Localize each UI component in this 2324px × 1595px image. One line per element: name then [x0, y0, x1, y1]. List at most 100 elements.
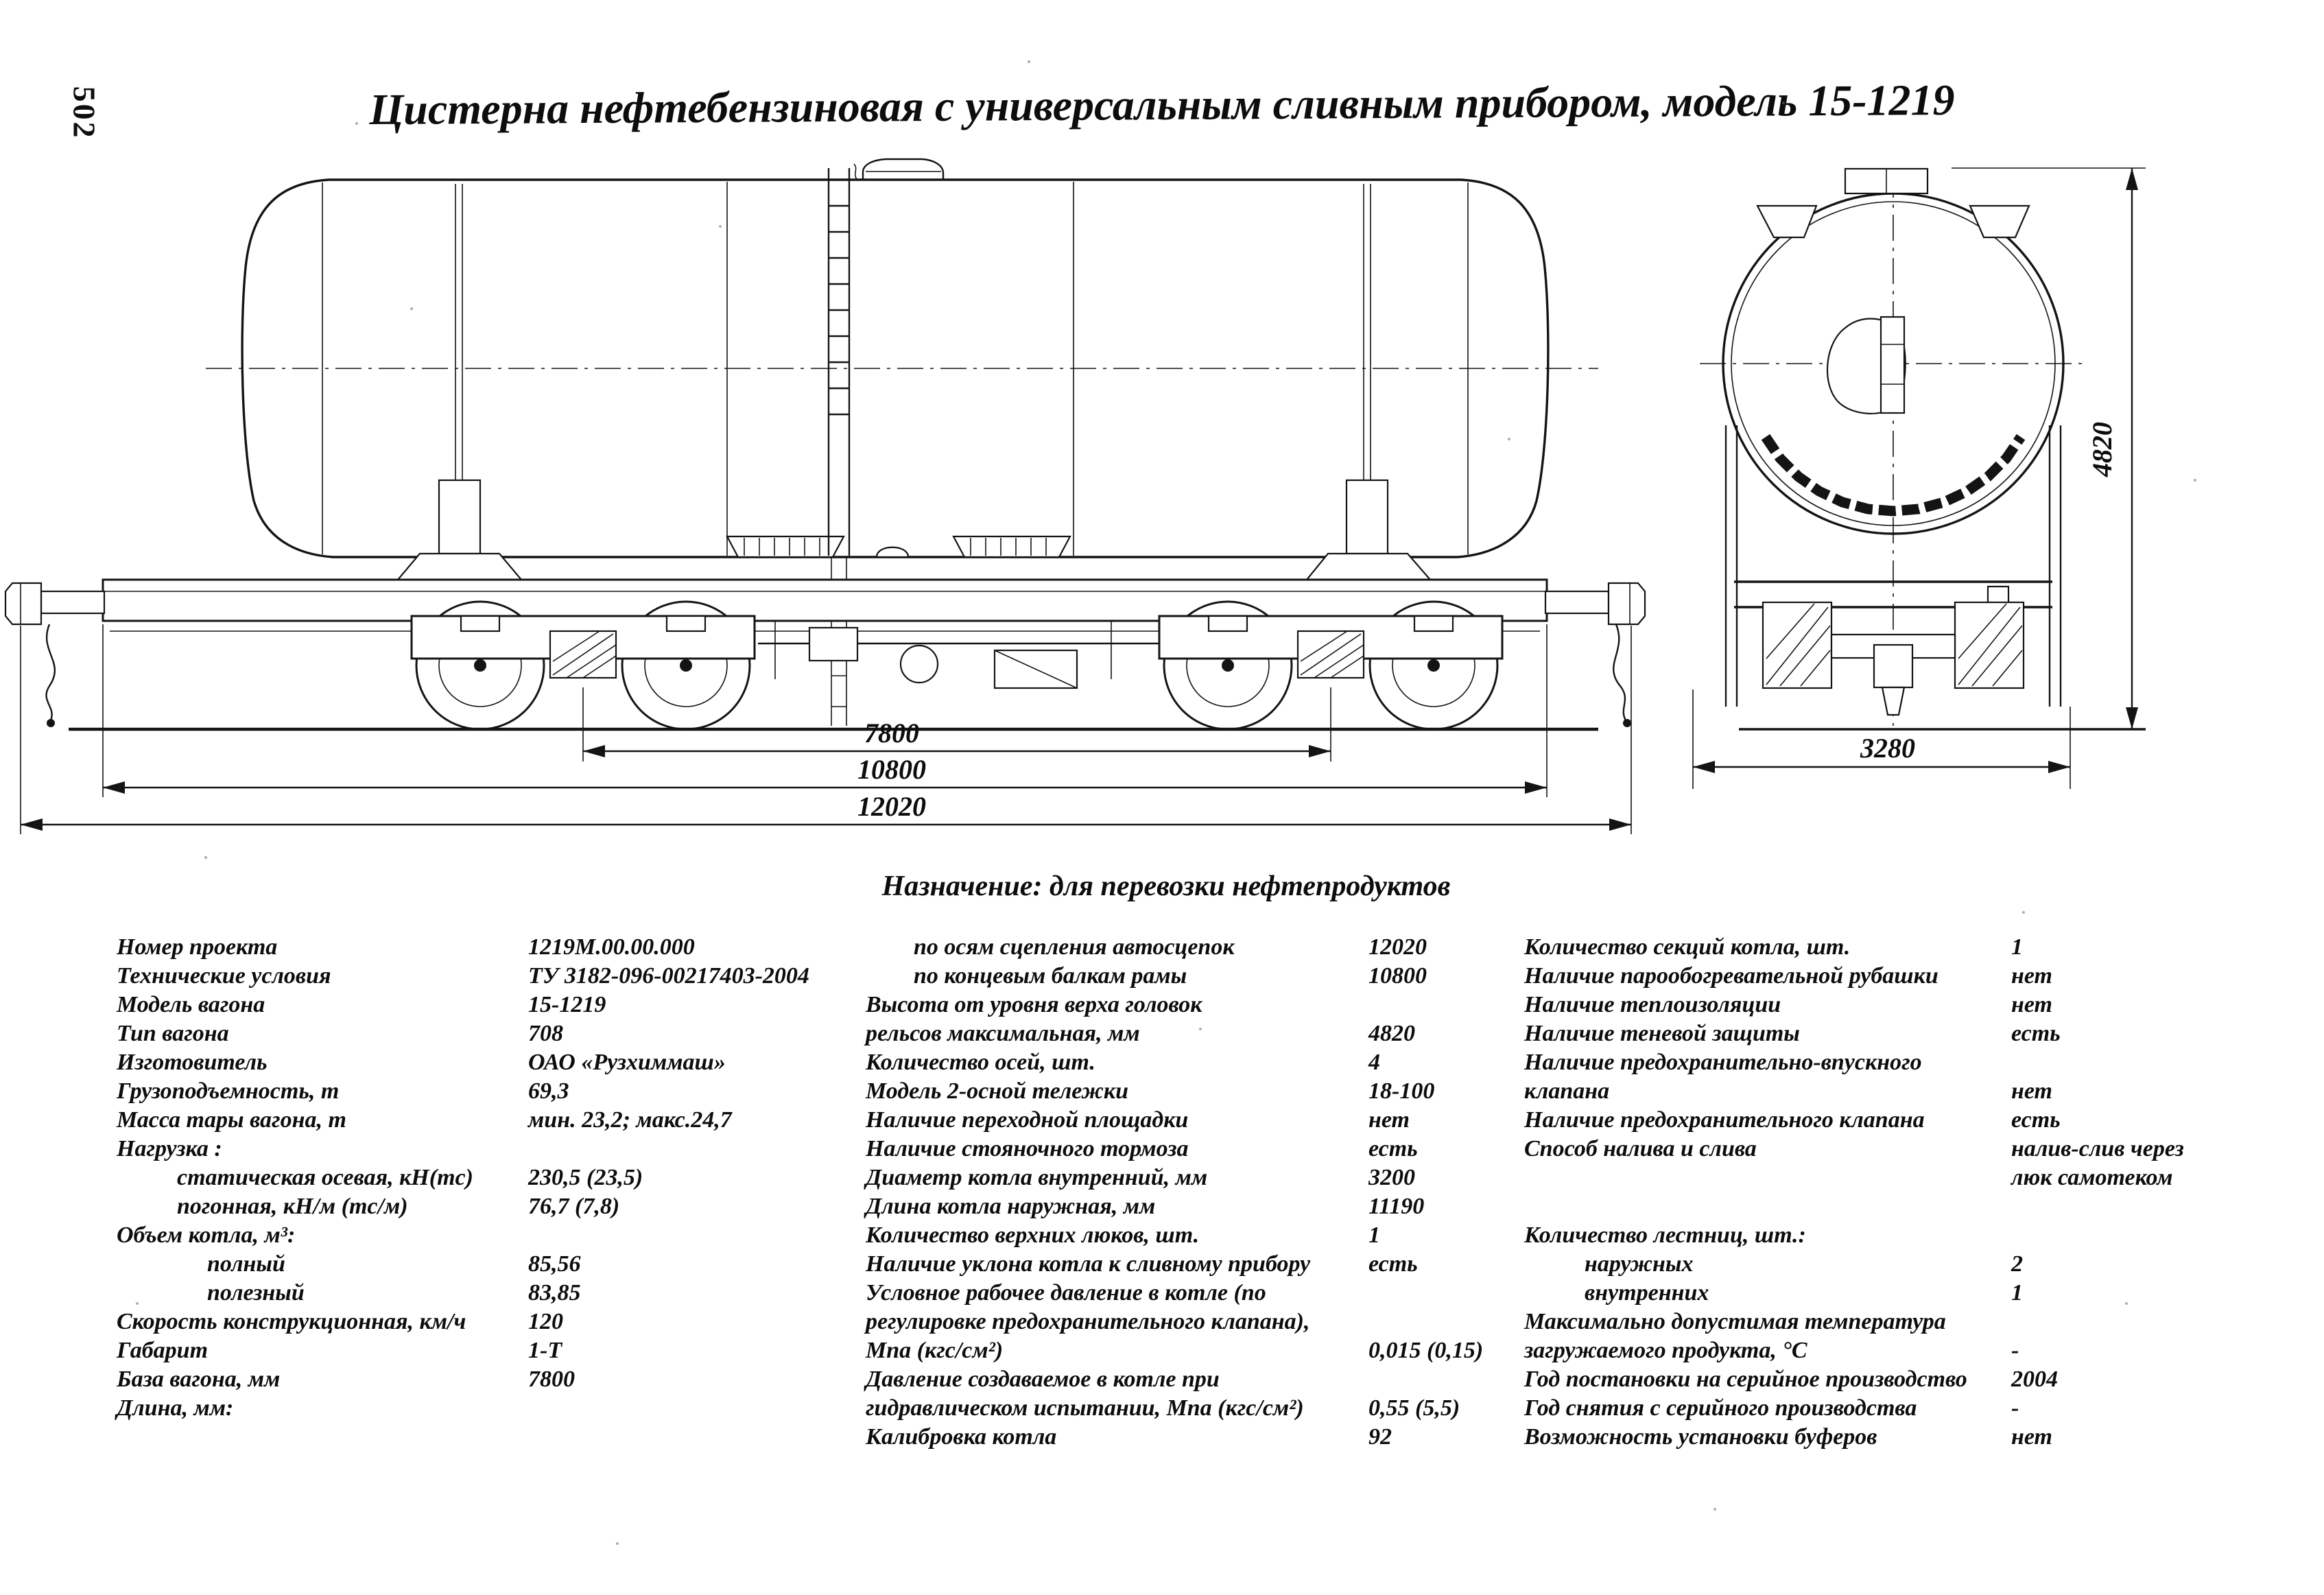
- spec-value: есть: [2011, 1021, 2061, 1046]
- shadow-protection-band: [1761, 434, 2026, 517]
- spec-row: погонная, кН/м (тс/м)76,7 (7,8): [117, 1194, 857, 1222]
- spec-row: Наличие предохранительно-впускного: [1524, 1050, 2313, 1078]
- spec-value: 3200: [1368, 1165, 1415, 1190]
- spec-value: 15-1219: [528, 992, 606, 1017]
- spec-value: 0,55 (5,5): [1368, 1395, 1460, 1421]
- end-wheelset: [1762, 601, 2025, 716]
- spec-value: нет: [2011, 1078, 2052, 1104]
- spec-label: внутренних: [1585, 1280, 1709, 1305]
- spec-value: 7800: [528, 1367, 575, 1392]
- spec-label: Наличие предохранительного клапана: [1524, 1107, 1925, 1133]
- spec-label: Год снятия с серийного производства: [1524, 1395, 1917, 1421]
- spec-value: нет: [2011, 963, 2052, 989]
- spec-label: Грузоподъемность, т: [117, 1078, 340, 1104]
- spec-value: есть: [2011, 1107, 2061, 1133]
- spec-label: по концевым балкам рамы: [914, 963, 1187, 989]
- spec-value: 230,5 (23,5): [528, 1165, 643, 1190]
- end-view: 3280 4820: [1692, 167, 2146, 789]
- coupler-left: [4, 582, 106, 727]
- spec-row: Условное рабочее давление в котле (по: [866, 1280, 1572, 1309]
- spec-row: по осям сцепления автосцепок 12020: [866, 934, 1572, 963]
- spec-label: Модель вагона: [117, 992, 265, 1017]
- spec-label: Калибровка котла: [866, 1424, 1057, 1450]
- spec-value: ОАО «Рузхиммаш»: [528, 1050, 726, 1075]
- spec-label: Габарит: [117, 1338, 209, 1363]
- spec-row: люк самотеком: [1524, 1165, 2313, 1194]
- spec-label: статическая осевая, кН(тс): [177, 1165, 473, 1190]
- spec-label: Скорость конструкционная, км/ч: [117, 1309, 466, 1334]
- spec-value: -: [2011, 1338, 2019, 1363]
- spec-label: Тип вагона: [117, 1021, 229, 1046]
- spec-label: Возможность установки буферов: [1524, 1424, 1877, 1450]
- spec-row: Нагрузка :: [117, 1136, 857, 1165]
- spec-value: 4820: [1368, 1021, 1415, 1046]
- tank-body: [206, 158, 1598, 558]
- spec-row: регулировке предохранительного клапана),: [866, 1309, 1572, 1338]
- spec-value: 120: [528, 1309, 563, 1334]
- spec-row: по концевым балкам рамы 10800: [866, 963, 1572, 992]
- dim-label-width: 3280: [1860, 733, 1915, 764]
- spec-value: 92: [1368, 1424, 1392, 1450]
- coupler-right: [1544, 582, 1646, 727]
- spec-label: Максимально допустимая температура: [1524, 1309, 1946, 1334]
- spec-value: 12020: [1368, 934, 1427, 960]
- spec-value: есть: [1368, 1136, 1418, 1161]
- side-view: 7800 10800 12020: [4, 158, 1646, 834]
- spec-value: нет: [2011, 1424, 2052, 1450]
- manhole-dome: [853, 158, 945, 180]
- spec-value: люк самотеком: [2011, 1165, 2173, 1190]
- spec-label: Способ налива и слива: [1524, 1136, 1757, 1161]
- spec-label: Номер проекта: [117, 934, 278, 960]
- spec-value: есть: [1368, 1251, 1418, 1277]
- spec-row: Наличие парообогревательной рубашки нет: [1524, 963, 2313, 992]
- spec-label: Наличие стояночного тормоза: [866, 1136, 1189, 1161]
- spec-label: Диаметр котла внутренний, мм: [866, 1165, 1208, 1190]
- spec-column-middle: по осям сцепления автосцепок 12020 по конц…: [866, 934, 1572, 1453]
- dim-label-coupler-length: 12020: [857, 791, 926, 822]
- spec-value: мин. 23,2; макс.24,7: [528, 1107, 732, 1133]
- tank-support-left: [396, 184, 523, 581]
- spec-row: Наличие предохранительного клапана есть: [1524, 1107, 2313, 1136]
- spec-value: 76,7 (7,8): [528, 1194, 620, 1219]
- spec-row: статическая осевая, кН(тс) 230,5 (23,5): [117, 1165, 857, 1194]
- spec-value: 2: [2011, 1251, 2023, 1277]
- dim-label-height: 4820: [2087, 422, 2118, 477]
- top-fittings: [1756, 167, 2030, 239]
- spec-row: Длина, мм:: [117, 1395, 857, 1424]
- spec-row: Калибровка котла 92: [866, 1424, 1572, 1453]
- manhole-end: [1826, 316, 1906, 414]
- spec-value: 83,85: [528, 1280, 581, 1305]
- end-dimensions: 3280 4820: [1692, 167, 2146, 789]
- spec-row: Наличие стояночного тормоза есть: [866, 1136, 1572, 1165]
- spec-label: Давление создаваемое в котле при: [866, 1367, 1220, 1392]
- bogie-left: [410, 600, 756, 731]
- spec-value: нет: [2011, 992, 2052, 1017]
- purpose-line: Назначение: для перевозки нефтепродуктов: [881, 871, 1451, 902]
- spec-label: Высота от уровня верха головок: [866, 992, 1202, 1017]
- spec-value: 1: [1368, 1222, 1380, 1248]
- spec-label: по осям сцепления автосцепок: [914, 934, 1235, 960]
- spec-row: Скорость конструкционная, км/ч 120: [117, 1309, 857, 1338]
- spec-value: 10800: [1368, 963, 1427, 989]
- spec-label: Наличие парообогревательной рубашки: [1524, 963, 1938, 989]
- spec-row: Количество осей, шт.4: [866, 1050, 1572, 1078]
- spec-label: Количество верхних люков, шт.: [866, 1222, 1200, 1248]
